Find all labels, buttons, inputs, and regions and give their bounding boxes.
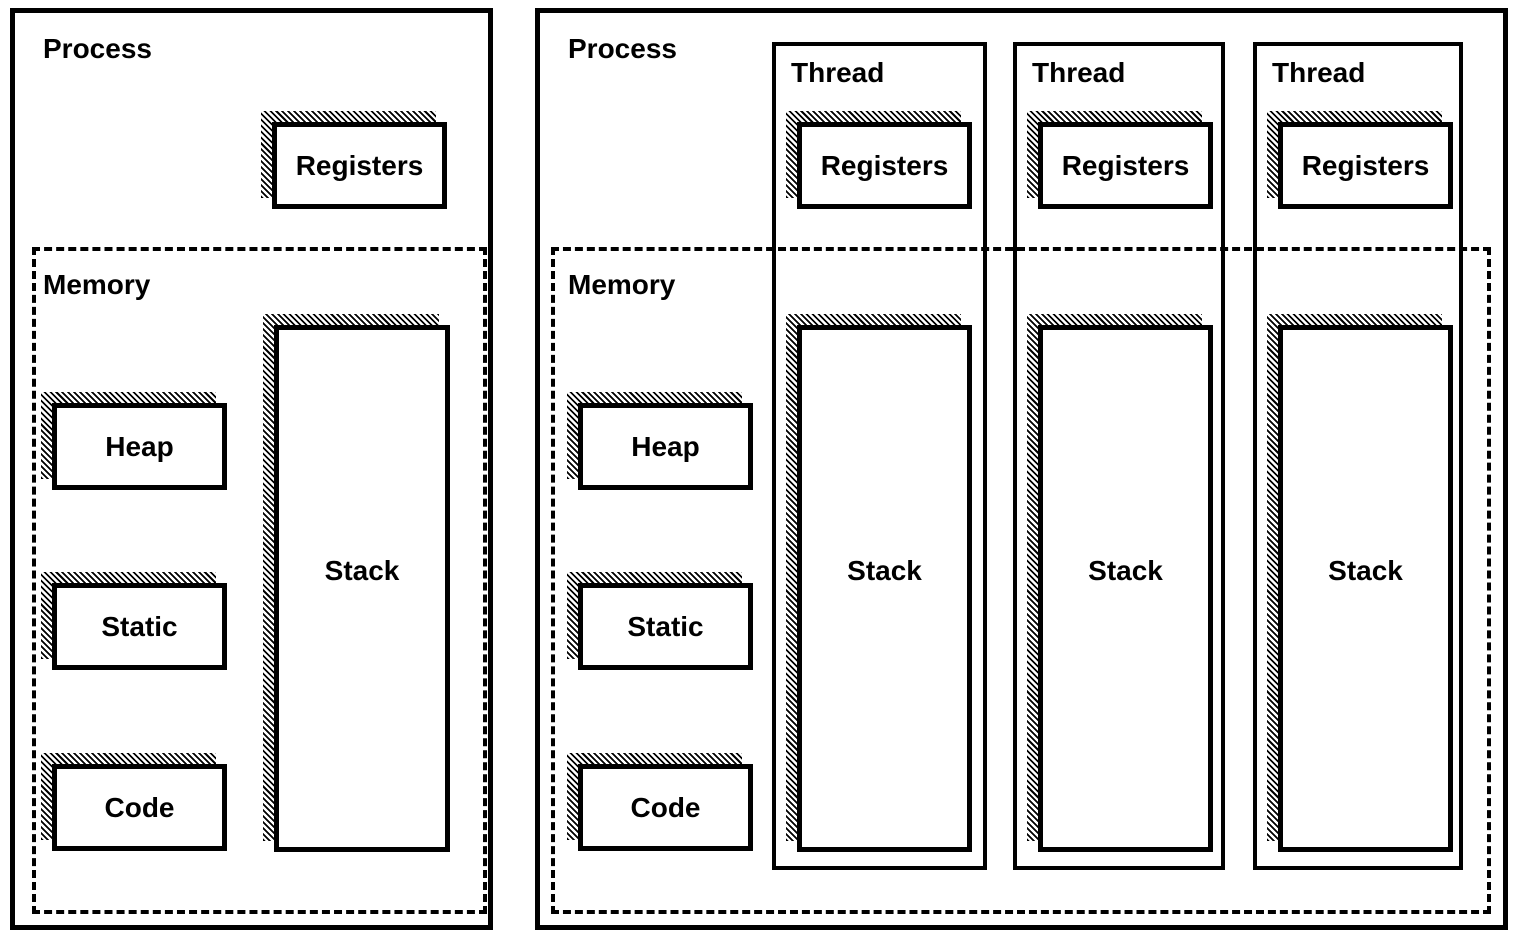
- memory-title: Memory: [568, 269, 676, 300]
- heap-box: Heap: [567, 392, 753, 490]
- memory-title: Memory: [43, 269, 151, 300]
- stack-label: Stack: [1088, 554, 1163, 586]
- registers-label: Registers: [295, 149, 424, 181]
- registers-label: Registers: [1301, 149, 1430, 181]
- registers-box: Registers: [261, 111, 447, 209]
- stack-box: Stack: [1267, 314, 1453, 852]
- registers-box: Registers: [786, 111, 972, 209]
- memory-region: [551, 247, 1491, 914]
- thread-title: Thread: [1032, 57, 1126, 88]
- heap-label: Heap: [631, 430, 700, 462]
- stack-box: Stack: [263, 314, 450, 852]
- stack-box: Stack: [1027, 314, 1213, 852]
- stack-box: Stack: [786, 314, 972, 852]
- thread-title: Thread: [791, 57, 885, 88]
- thread-column: Thread Registers Stack: [1253, 42, 1463, 870]
- stack-label: Stack: [1328, 554, 1403, 586]
- code-label: Code: [104, 791, 175, 823]
- stack-label: Stack: [324, 554, 400, 586]
- static-box: Static: [567, 572, 753, 670]
- multi-process-panel: Process Memory Heap Static Code Thread: [535, 8, 1508, 930]
- thread-column: Thread Registers Stack: [772, 42, 987, 870]
- memory-region: [32, 247, 487, 914]
- static-box: Static: [41, 572, 227, 670]
- single-process-panel: Process Memory Registers Heap Static Cod…: [10, 8, 493, 930]
- registers-label: Registers: [1061, 149, 1190, 181]
- process-title: Process: [43, 33, 152, 64]
- stack-label: Stack: [847, 554, 922, 586]
- code-box: Code: [41, 753, 227, 851]
- heap-label: Heap: [105, 430, 174, 462]
- code-label: Code: [630, 791, 701, 823]
- code-box: Code: [567, 753, 753, 851]
- thread-title: Thread: [1272, 57, 1366, 88]
- registers-label: Registers: [820, 149, 949, 181]
- process-title: Process: [568, 33, 677, 64]
- thread-column: Thread Registers Stack: [1013, 42, 1225, 870]
- static-label: Static: [101, 610, 178, 642]
- heap-box: Heap: [41, 392, 227, 490]
- static-label: Static: [627, 610, 704, 642]
- registers-box: Registers: [1267, 111, 1453, 209]
- registers-box: Registers: [1027, 111, 1213, 209]
